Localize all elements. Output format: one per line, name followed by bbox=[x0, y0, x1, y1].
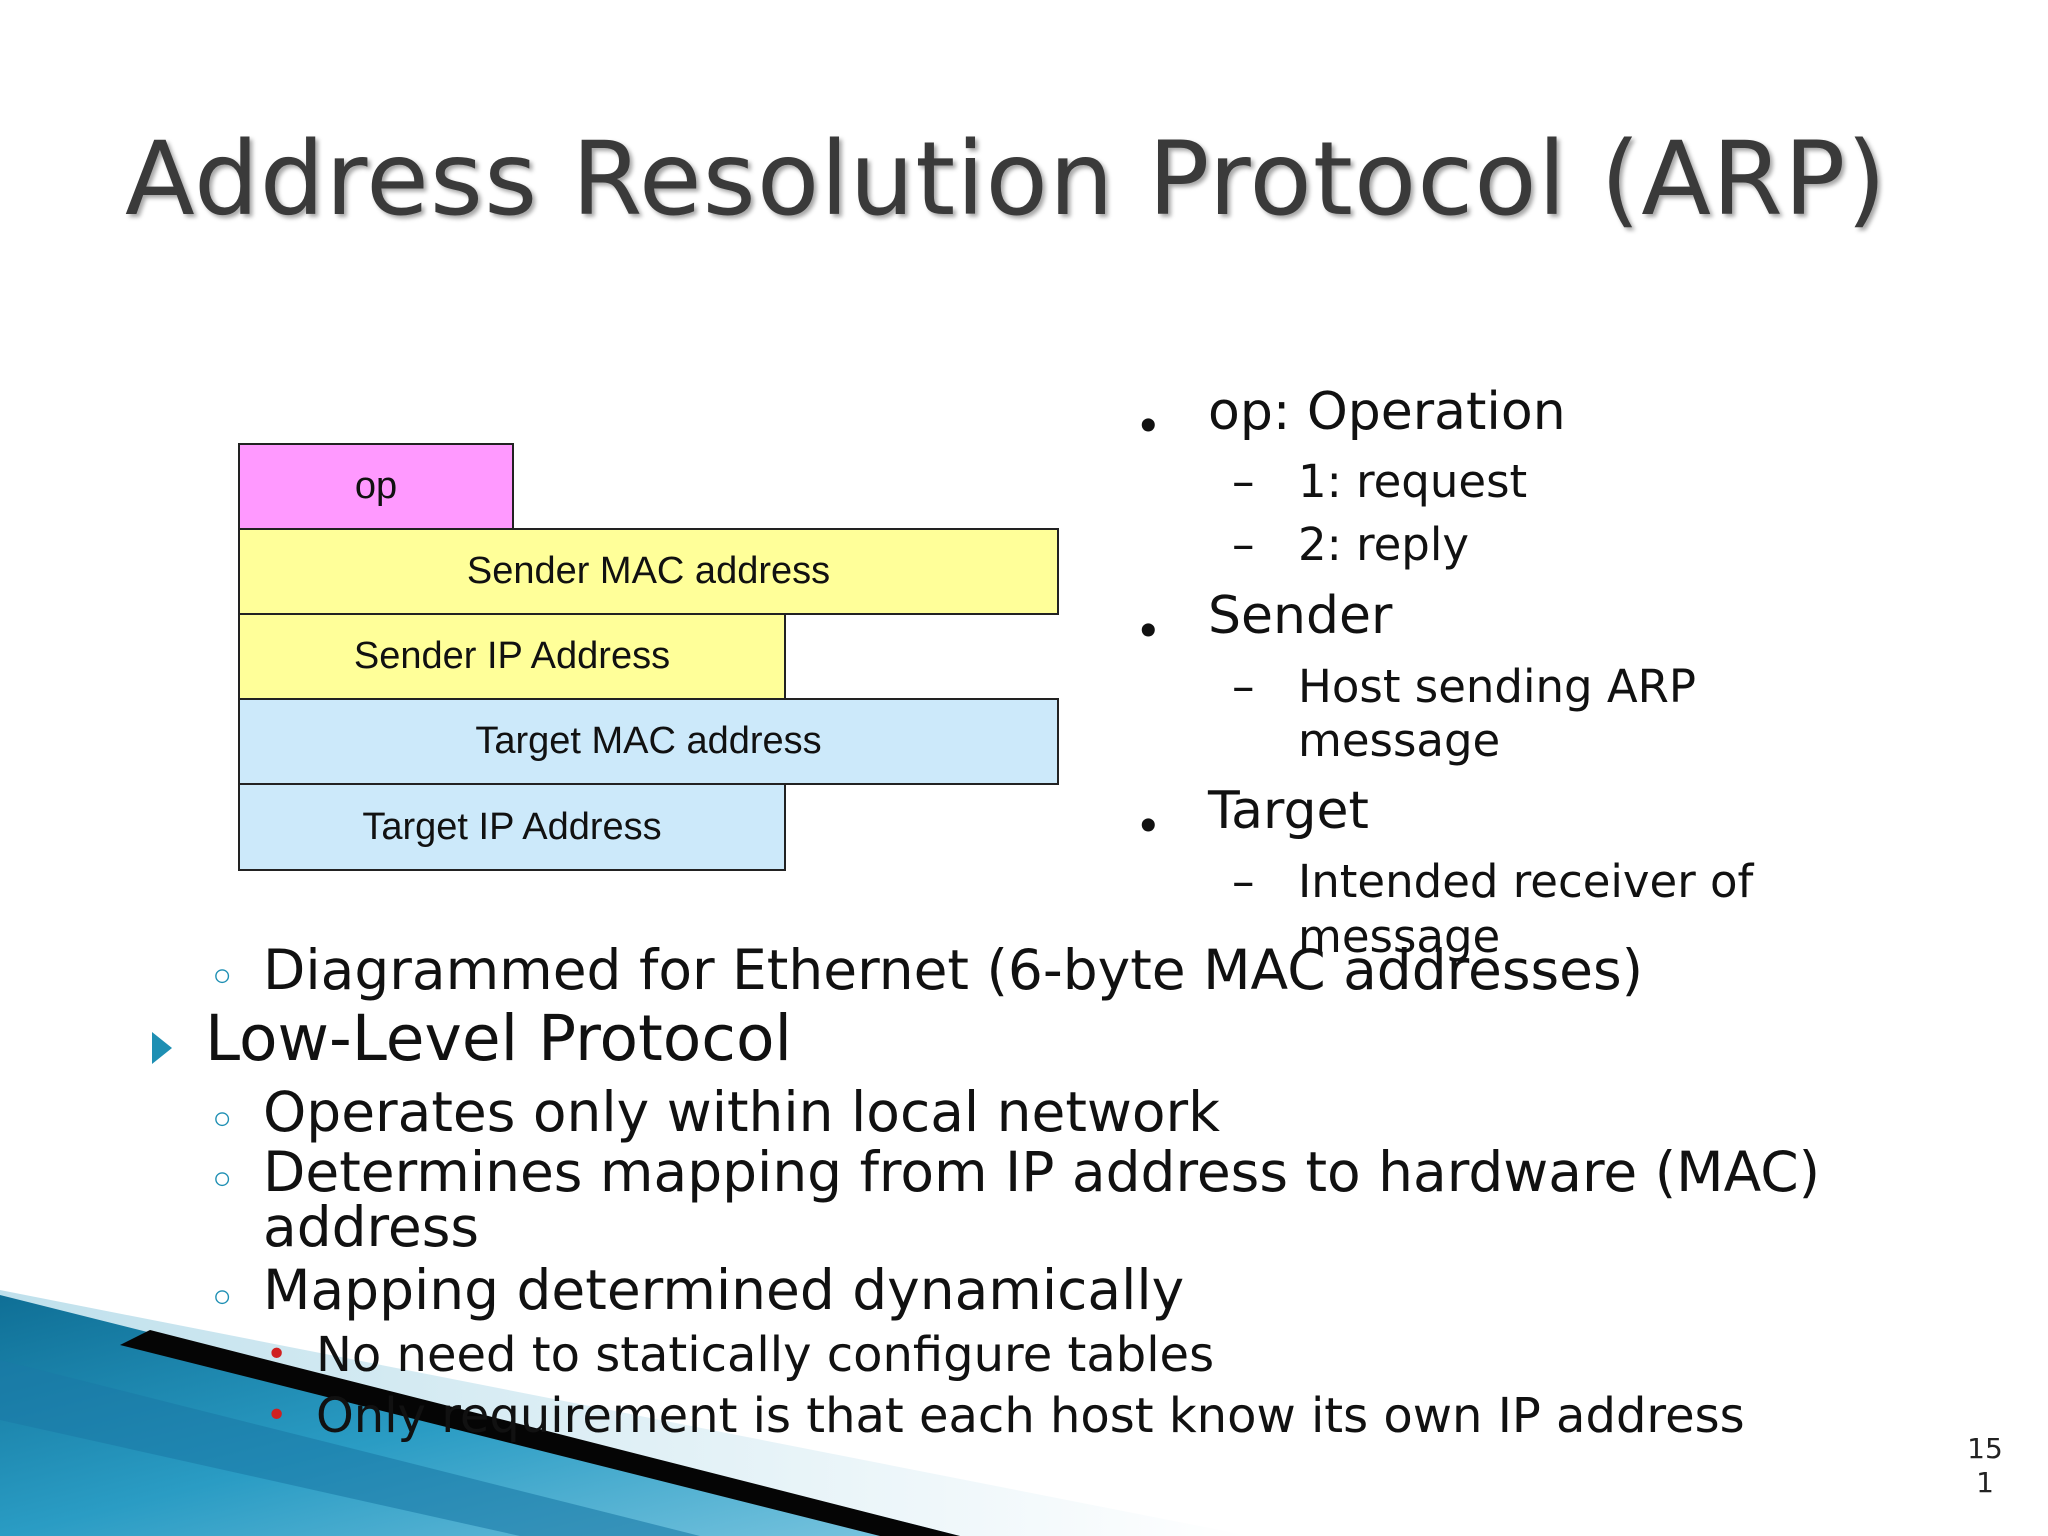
bullet-dot-sender: • bbox=[1135, 605, 1162, 658]
circle-bullet-mapping: ◦ bbox=[208, 1271, 237, 1327]
determines-item-line-1: Determines mapping from IP address to ha… bbox=[263, 1140, 1821, 1204]
op-request-item: 1: request bbox=[1298, 455, 1528, 508]
page-number: 15 1 bbox=[1967, 1432, 2003, 1499]
op-label: op: Operation bbox=[1208, 382, 1566, 442]
dash-sender: – bbox=[1232, 660, 1255, 713]
sender-mac-field: Sender MAC address bbox=[238, 528, 1059, 615]
target-mac-field: Target MAC address bbox=[238, 698, 1059, 785]
circle-bullet-operates: ◦ bbox=[208, 1093, 237, 1149]
ethernet-note: Diagrammed for Ethernet (6-byte MAC addr… bbox=[263, 938, 1644, 1002]
no-need-sub-item: No need to statically configure tables bbox=[316, 1327, 1215, 1383]
bullet-dot-target: • bbox=[1135, 800, 1162, 853]
sender-desc-line-1: Host sending ARP bbox=[1298, 660, 1697, 713]
only-requirement-sub-item: Only requirement is that each host know … bbox=[316, 1388, 1745, 1444]
sub-bullet-dot-only-requirement: • bbox=[266, 1395, 288, 1436]
target-desc-line-2: message bbox=[1298, 910, 1501, 963]
sender-ip-field: Sender IP Address bbox=[238, 613, 786, 700]
bullet-dot-op: • bbox=[1135, 400, 1162, 453]
mapping-item: Mapping determined dynamically bbox=[263, 1258, 1185, 1322]
target-ip-field: Target IP Address bbox=[238, 783, 786, 871]
black-swoosh-shape bbox=[120, 1330, 960, 1536]
target-label: Target bbox=[1208, 781, 1369, 841]
circle-bullet-determines: ◦ bbox=[208, 1153, 237, 1209]
target-desc-line-1: Intended receiver of bbox=[1298, 855, 1754, 908]
slide-title: Address Resolution Protocol (ARP) bbox=[125, 120, 1888, 239]
triangle-bullet-low-level bbox=[152, 1032, 172, 1064]
teal-swoosh-shape bbox=[0, 1360, 700, 1536]
sender-desc-line-2: message bbox=[1298, 714, 1501, 767]
circle-bullet-ethernet: ◦ bbox=[208, 950, 237, 1006]
determines-item-line-2: address bbox=[263, 1195, 480, 1259]
dash-op-reply: – bbox=[1232, 518, 1255, 571]
op-field: op bbox=[238, 443, 514, 530]
op-reply-item: 2: reply bbox=[1298, 518, 1469, 571]
dash-target: – bbox=[1232, 855, 1255, 908]
dash-op-request: – bbox=[1232, 455, 1255, 508]
sub-bullet-dot-no-need: • bbox=[266, 1334, 288, 1375]
low-level-protocol-heading: Low-Level Protocol bbox=[205, 1002, 792, 1075]
operates-item: Operates only within local network bbox=[263, 1080, 1221, 1144]
sender-label: Sender bbox=[1208, 586, 1393, 646]
